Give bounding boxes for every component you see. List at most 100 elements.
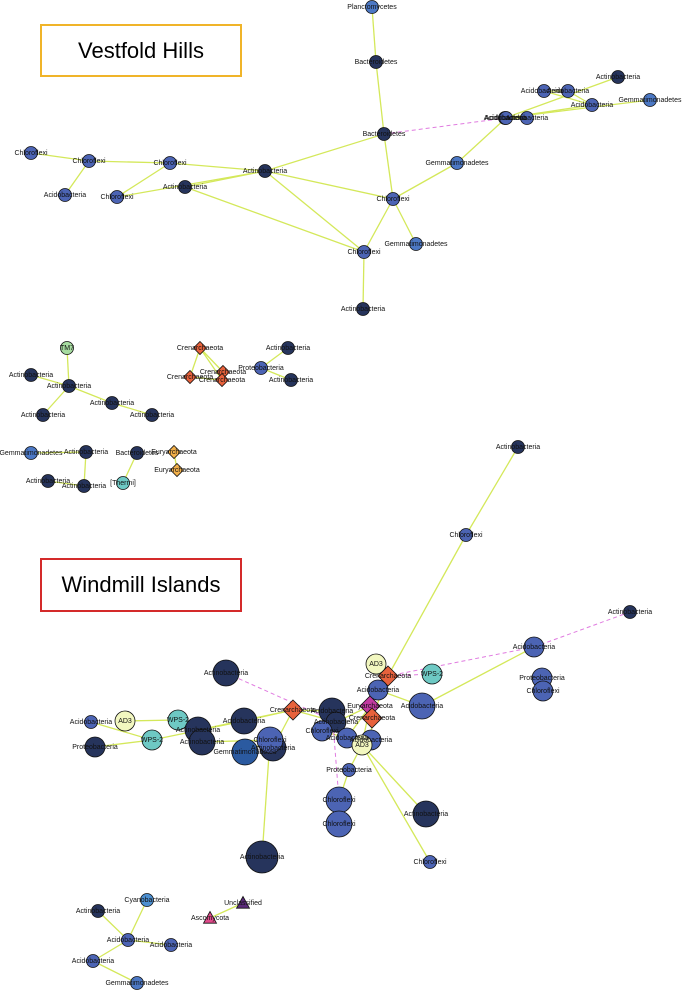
node-w33[interactable] bbox=[342, 763, 356, 777]
node-v26[interactable] bbox=[62, 379, 76, 393]
node-label-w13: Acidobacteria bbox=[70, 719, 113, 726]
node-w36[interactable] bbox=[412, 800, 440, 828]
edge-w12-w26 bbox=[225, 672, 337, 723]
node-v36[interactable] bbox=[284, 373, 298, 387]
edge-w40-w41 bbox=[209, 902, 244, 919]
node-label-v34: Actinobacteria bbox=[266, 345, 310, 352]
node-label-w42: Actinobacteria bbox=[76, 908, 120, 915]
node-v6[interactable] bbox=[611, 70, 625, 84]
node-v19[interactable] bbox=[178, 180, 192, 194]
node-w8[interactable] bbox=[365, 653, 387, 675]
node-w38[interactable] bbox=[245, 840, 279, 874]
edge-w45-w46 bbox=[92, 960, 138, 984]
node-v3[interactable] bbox=[377, 127, 391, 141]
node-w40[interactable] bbox=[235, 895, 251, 909]
node-label-v2: Bacteroidetes bbox=[355, 59, 398, 66]
node-v39[interactable] bbox=[41, 474, 55, 488]
node-w43[interactable] bbox=[121, 933, 135, 947]
node-w35[interactable] bbox=[325, 810, 353, 838]
node-v44[interactable] bbox=[169, 462, 185, 478]
node-v8[interactable] bbox=[643, 93, 657, 107]
node-w10[interactable] bbox=[367, 679, 389, 701]
node-w15[interactable] bbox=[141, 729, 163, 751]
node-v30[interactable] bbox=[192, 340, 208, 356]
node-w13[interactable] bbox=[84, 715, 98, 729]
windmill-islands-title-box: Windmill Islands bbox=[40, 558, 242, 612]
node-label-w16: WPS-2 bbox=[167, 717, 189, 724]
node-v9[interactable] bbox=[520, 111, 534, 125]
node-w14[interactable] bbox=[114, 710, 136, 732]
node-w30[interactable] bbox=[361, 707, 383, 729]
node-w2[interactable] bbox=[459, 528, 473, 542]
node-w7[interactable] bbox=[421, 663, 443, 685]
node-w4[interactable] bbox=[523, 636, 545, 658]
node-v43[interactable] bbox=[166, 444, 182, 460]
node-w44[interactable] bbox=[164, 938, 178, 952]
node-label-v26: Actinobacteria bbox=[47, 383, 91, 390]
node-w22[interactable] bbox=[231, 738, 259, 766]
node-w19[interactable] bbox=[230, 707, 258, 735]
node-w17[interactable] bbox=[84, 736, 106, 758]
node-v1[interactable] bbox=[365, 0, 379, 14]
node-v14[interactable] bbox=[82, 154, 96, 168]
node-v38[interactable] bbox=[79, 445, 93, 459]
node-v35[interactable] bbox=[254, 361, 268, 375]
node-w6[interactable] bbox=[532, 680, 554, 702]
node-w42[interactable] bbox=[91, 904, 105, 918]
node-v32[interactable] bbox=[182, 369, 198, 385]
node-v12[interactable] bbox=[499, 111, 513, 125]
node-w11[interactable] bbox=[408, 692, 436, 720]
node-label-w9: Crenarchaeota bbox=[365, 673, 411, 680]
node-v34[interactable] bbox=[281, 341, 295, 355]
node-w37[interactable] bbox=[423, 855, 437, 869]
node-v22[interactable] bbox=[357, 245, 371, 259]
node-v18[interactable] bbox=[110, 190, 124, 204]
node-v24[interactable] bbox=[60, 341, 74, 355]
edge-v16-v20 bbox=[264, 170, 394, 200]
node-w23[interactable] bbox=[256, 726, 284, 754]
node-w45[interactable] bbox=[86, 954, 100, 968]
node-v37[interactable] bbox=[24, 446, 38, 460]
node-v2[interactable] bbox=[369, 55, 383, 69]
node-v20[interactable] bbox=[386, 192, 400, 206]
node-v40[interactable] bbox=[77, 479, 91, 493]
node-label-v37: Gemmatimonadetes bbox=[0, 450, 63, 457]
node-v5[interactable] bbox=[561, 84, 575, 98]
node-v4[interactable] bbox=[537, 84, 551, 98]
node-v25[interactable] bbox=[24, 368, 38, 382]
node-w39[interactable] bbox=[140, 893, 154, 907]
node-w27[interactable] bbox=[311, 720, 333, 742]
node-v33[interactable] bbox=[214, 372, 230, 388]
node-v13[interactable] bbox=[24, 146, 38, 160]
node-v16[interactable] bbox=[258, 164, 272, 178]
node-w41[interactable] bbox=[202, 910, 218, 924]
edge-v6-v10 bbox=[504, 76, 619, 119]
node-v29[interactable] bbox=[145, 408, 159, 422]
node-w20[interactable] bbox=[188, 728, 216, 756]
node-label-w7: WPS-2 bbox=[421, 671, 443, 678]
node-label-w30: Crenarchaeota bbox=[349, 715, 395, 722]
node-w46[interactable] bbox=[130, 976, 144, 990]
node-w16[interactable] bbox=[167, 709, 189, 731]
node-v7[interactable] bbox=[585, 98, 599, 112]
node-v11[interactable] bbox=[450, 156, 464, 170]
node-v23[interactable] bbox=[356, 302, 370, 316]
edge-v14-v17 bbox=[88, 160, 171, 164]
node-v21[interactable] bbox=[409, 237, 423, 251]
node-v17[interactable] bbox=[163, 156, 177, 170]
node-v28[interactable] bbox=[105, 396, 119, 410]
node-v15[interactable] bbox=[58, 188, 72, 202]
node-w32[interactable] bbox=[351, 734, 373, 756]
node-v42[interactable] bbox=[130, 446, 144, 460]
node-v41[interactable] bbox=[116, 476, 130, 490]
node-label-v30: Crenarchaeota bbox=[177, 345, 223, 352]
node-v27[interactable] bbox=[36, 408, 50, 422]
node-w25[interactable] bbox=[282, 699, 304, 721]
node-label-w17: Proteobacteria bbox=[72, 744, 118, 751]
node-label-w20: Actinobacteria bbox=[180, 739, 224, 746]
node-w3[interactable] bbox=[623, 605, 637, 619]
node-w12[interactable] bbox=[212, 659, 240, 687]
node-label-v15: Acidobacteria bbox=[44, 192, 87, 199]
node-label-w10: Acidobacteria bbox=[357, 687, 400, 694]
node-w1[interactable] bbox=[511, 440, 525, 454]
